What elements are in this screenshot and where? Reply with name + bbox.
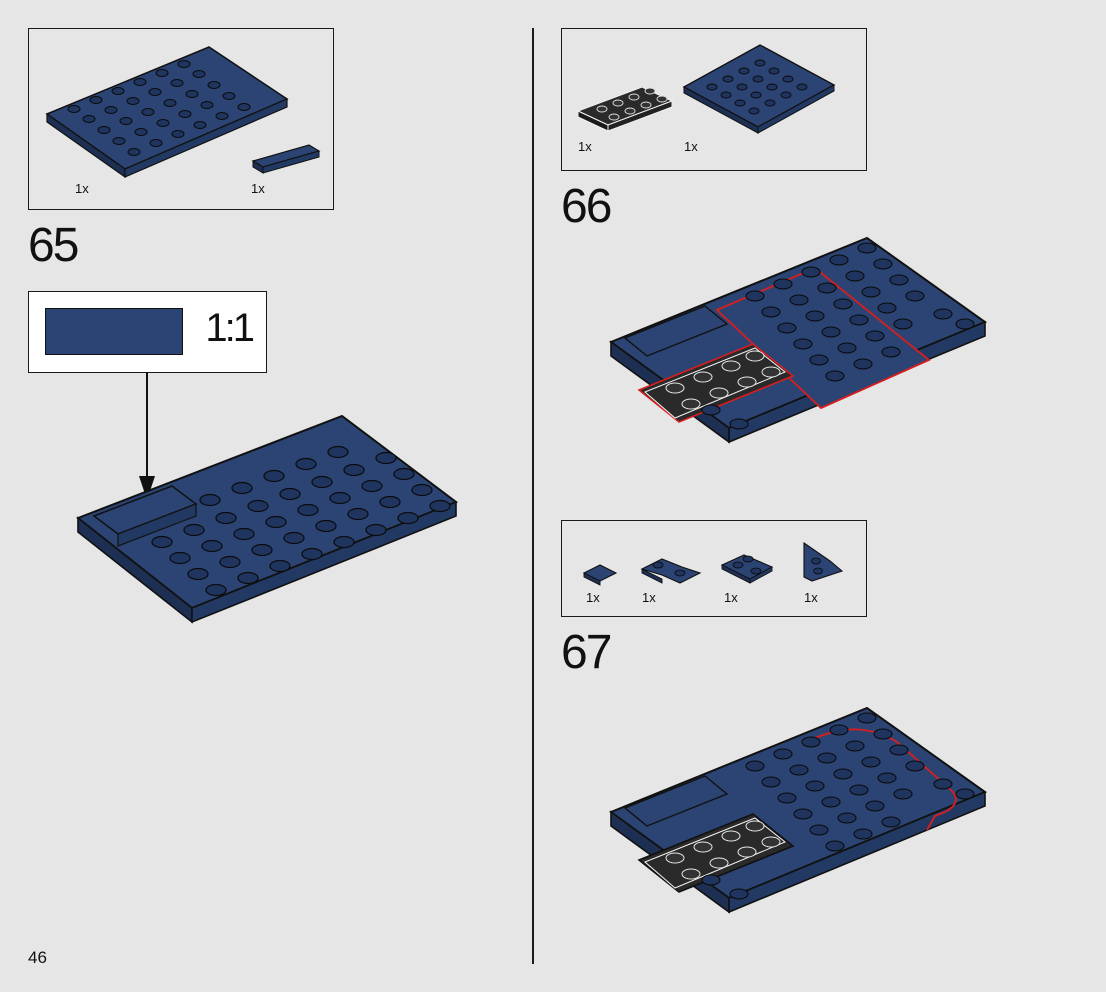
- step-number: 66: [561, 180, 612, 233]
- part-tile-1x4-image: [251, 144, 321, 174]
- part-qty: 1x: [578, 139, 592, 154]
- part-plate-2x2-corner-image: [720, 554, 774, 584]
- scale-label: 1:1: [205, 306, 255, 350]
- part-wedge-plate-image: [803, 541, 844, 582]
- column-divider: [532, 28, 534, 964]
- part-plate-corner-image: [640, 558, 702, 584]
- part-qty: 1x: [642, 590, 656, 605]
- part-slope-curved-1x1-image: [582, 564, 618, 586]
- parts-callout-step-65: 1x 1x: [28, 28, 334, 210]
- scale-callout: 1:1: [28, 291, 267, 373]
- step-number: 67: [561, 626, 612, 679]
- part-qty: 1x: [586, 590, 600, 605]
- page-number: 46: [28, 948, 47, 967]
- arrow-down-icon: [139, 372, 155, 500]
- assembly-step-65: [76, 414, 459, 624]
- part-qty: 1x: [804, 590, 818, 605]
- part-qty: 1x: [251, 181, 265, 196]
- step-number: 65: [28, 219, 79, 272]
- part-plate-2x4-black-image: [576, 86, 674, 132]
- assembly-step-66: [608, 236, 988, 444]
- part-plate-6x6-image: [682, 44, 836, 134]
- part-qty: 1x: [724, 590, 738, 605]
- parts-callout-step-66: 1x 1x: [561, 28, 867, 171]
- part-qty: 1x: [684, 139, 698, 154]
- parts-callout-step-67: 1x 1x 1x 1x: [561, 520, 867, 617]
- scale-tile-image: [45, 308, 183, 355]
- part-qty: 1x: [75, 181, 89, 196]
- part-plate-6x10-image: [45, 46, 289, 179]
- assembly-step-67: [608, 706, 988, 914]
